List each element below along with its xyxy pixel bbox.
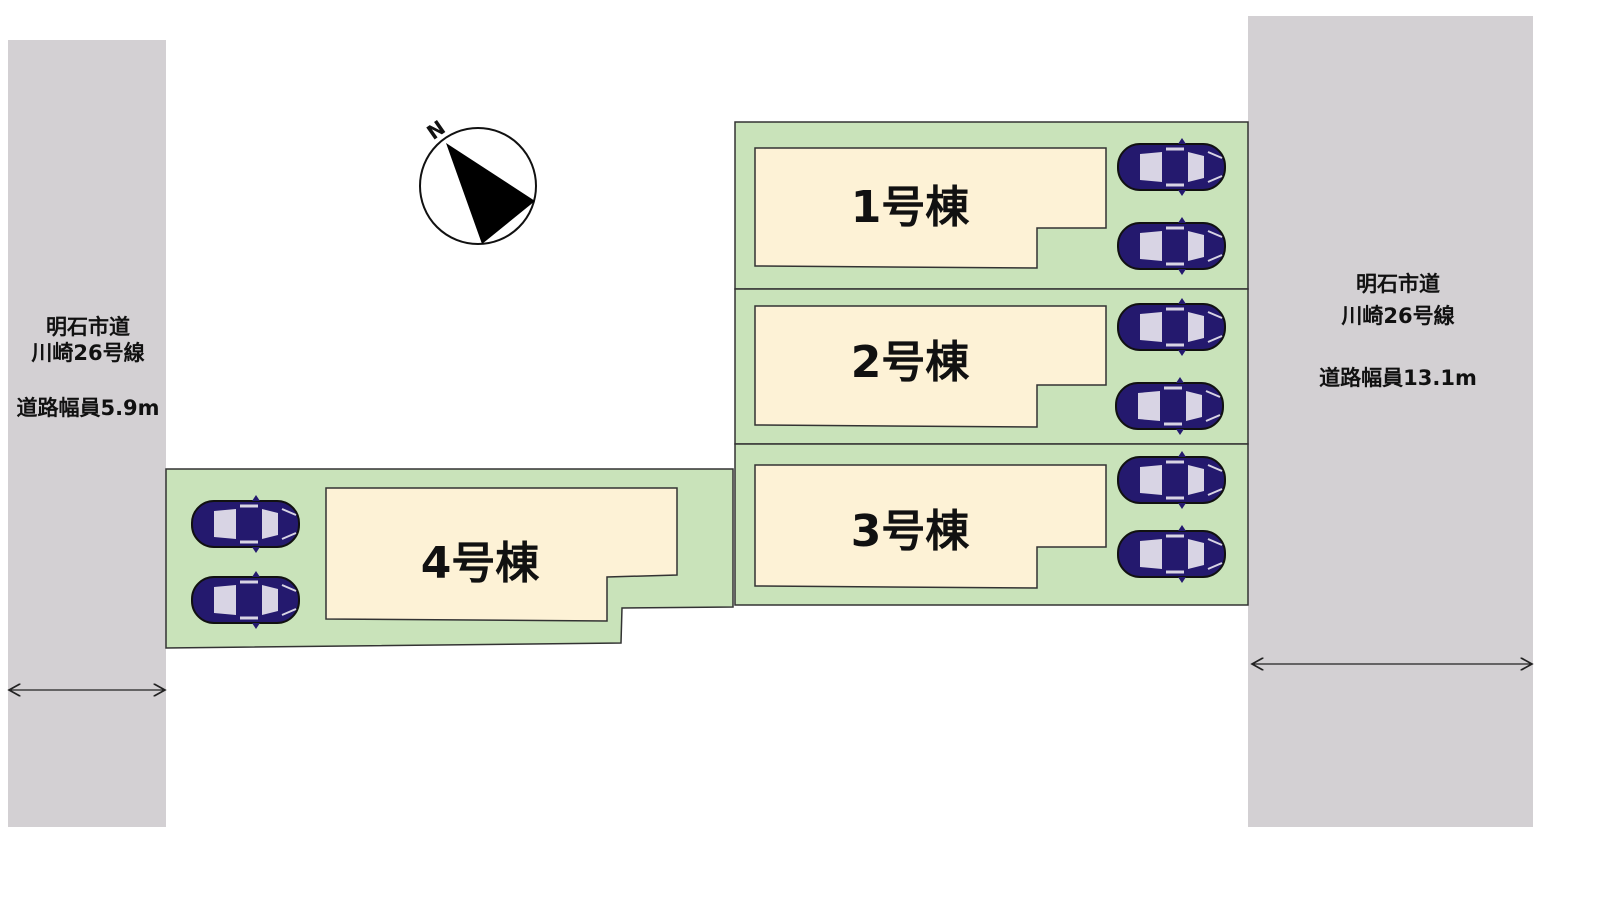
road-left-route: 川崎26号線 bbox=[30, 341, 144, 365]
building-4-label: 4号棟 bbox=[421, 538, 541, 589]
car-icon bbox=[190, 493, 301, 555]
car-icon bbox=[1116, 215, 1227, 277]
road-left bbox=[8, 40, 166, 827]
road-right-labels: 明石市道 川崎26号線 道路幅員13.1m bbox=[1252, 272, 1532, 664]
road-right bbox=[1248, 16, 1533, 827]
building-1-label: 1号棟 bbox=[851, 182, 971, 233]
building-3 bbox=[754, 464, 1107, 589]
road-left-labels: 明石市道 川崎26号線 道路幅員5.9m bbox=[9, 315, 165, 690]
road-left-name: 明石市道 bbox=[46, 315, 130, 339]
lot-3: 3号棟 bbox=[734, 443, 1249, 606]
road-right-width: 道路幅員13.1m bbox=[1319, 366, 1477, 390]
compass: N bbox=[419, 115, 537, 245]
road-right-name: 明石市道 bbox=[1356, 272, 1440, 296]
lot-4: 4号棟 bbox=[165, 468, 734, 649]
car-icon bbox=[1116, 449, 1227, 511]
building-1 bbox=[754, 147, 1107, 269]
building-4 bbox=[325, 487, 678, 622]
car-icon bbox=[190, 569, 301, 631]
building-2-label: 2号棟 bbox=[851, 337, 971, 388]
building-2 bbox=[754, 305, 1107, 428]
road-right-route: 川崎26号線 bbox=[1340, 304, 1454, 328]
building-3-label: 3号棟 bbox=[851, 506, 971, 557]
car-icon bbox=[1116, 136, 1227, 198]
road-left-width: 道路幅員5.9m bbox=[16, 396, 159, 420]
car-icon bbox=[1116, 523, 1227, 585]
car-icon bbox=[1114, 375, 1225, 437]
car-icon bbox=[1116, 296, 1227, 358]
north-arrow-icon bbox=[446, 143, 535, 244]
